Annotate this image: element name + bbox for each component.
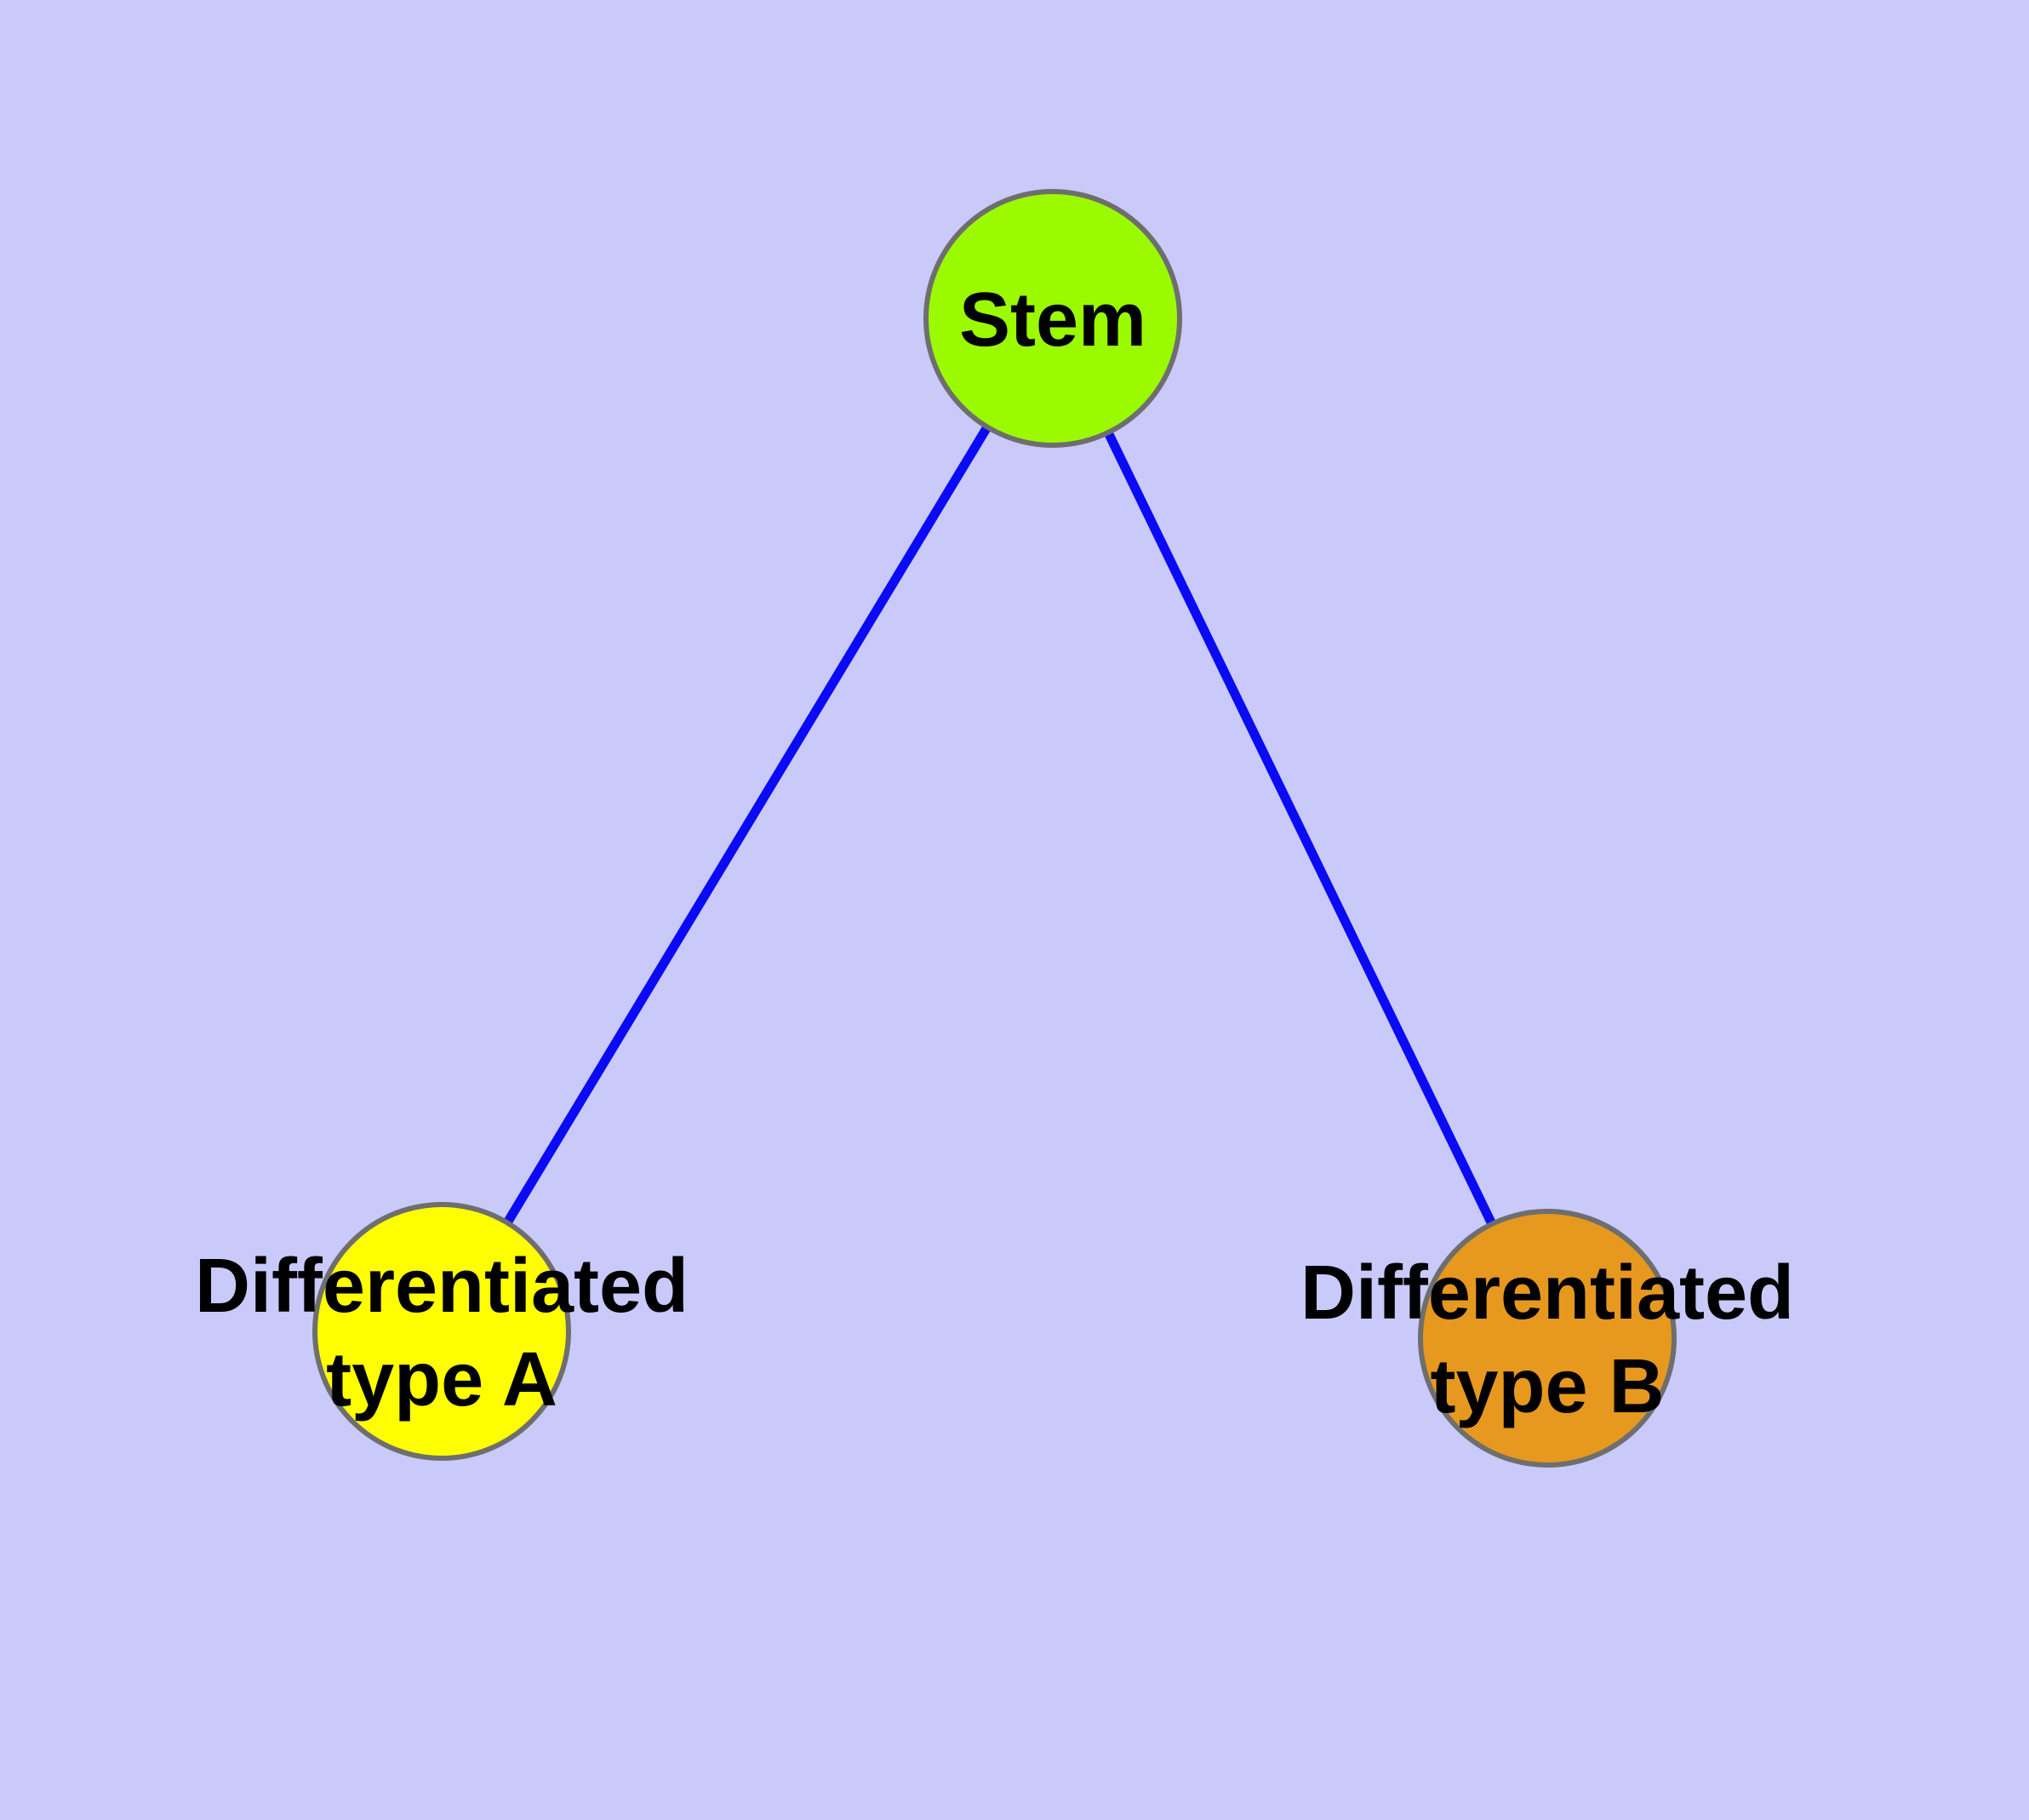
node-differentiated-type-b-label-line-1: Differentiated — [1300, 1251, 1794, 1336]
node-differentiated-type-a — [312, 1202, 571, 1461]
node-stem — [923, 189, 1182, 448]
node-differentiated-type-a-label-line-2: type A — [326, 1337, 557, 1422]
node-differentiated-type-b — [1418, 1209, 1677, 1468]
node-stem-label-line-1: Stem — [959, 278, 1146, 363]
edge-stem-to-differentiated-type-a — [437, 316, 1057, 1334]
node-differentiated-type-a-label-line-1: Differentiated — [195, 1244, 689, 1329]
node-differentiated-type-b-label-line-2: type B — [1430, 1344, 1664, 1429]
edge-stem-to-differentiated-type-b — [1049, 316, 1552, 1341]
node-stem-label: Stem — [959, 278, 1146, 363]
